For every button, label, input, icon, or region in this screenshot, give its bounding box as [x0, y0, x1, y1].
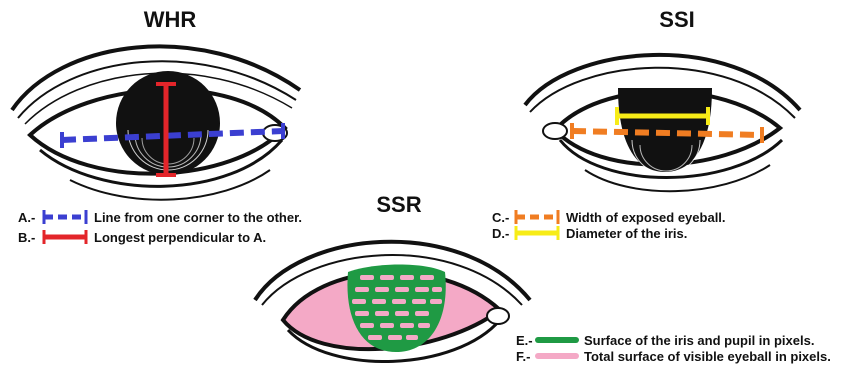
legend-d-letter: D.- [492, 226, 509, 241]
legend-e-text: Surface of the iris and pupil in pixels. [584, 333, 814, 348]
legend-whr: A.- Line from one corner to the other. B… [18, 210, 302, 245]
legend-e-letter: E.- [516, 333, 533, 348]
ssi-tear-duct [543, 123, 567, 139]
legend-f-letter: F.- [516, 349, 530, 364]
ssr-tear-duct [487, 308, 509, 324]
legend-ssr: E.- Surface of the iris and pupil in pix… [516, 333, 831, 364]
ssi-eye: SSI [525, 7, 800, 191]
legend-d-text: Diameter of the iris. [566, 226, 687, 241]
legend-b-letter: B.- [18, 230, 35, 245]
legend-a-text: Line from one corner to the other. [94, 210, 302, 225]
ssr-title: SSR [376, 192, 421, 217]
whr-eye: WHR [12, 7, 300, 200]
whr-title: WHR [144, 7, 197, 32]
legend-f-text: Total surface of visible eyeball in pixe… [584, 349, 831, 364]
legend-c-letter: C.- [492, 210, 509, 225]
legend-ssi: C.- Width of exposed eyeball. D.- Diamet… [492, 210, 726, 241]
legend-a-letter: A.- [18, 210, 35, 225]
ssi-title: SSI [659, 7, 694, 32]
legend-b-text: Longest perpendicular to A. [94, 230, 266, 245]
legend-c-text: Width of exposed eyeball. [566, 210, 726, 225]
